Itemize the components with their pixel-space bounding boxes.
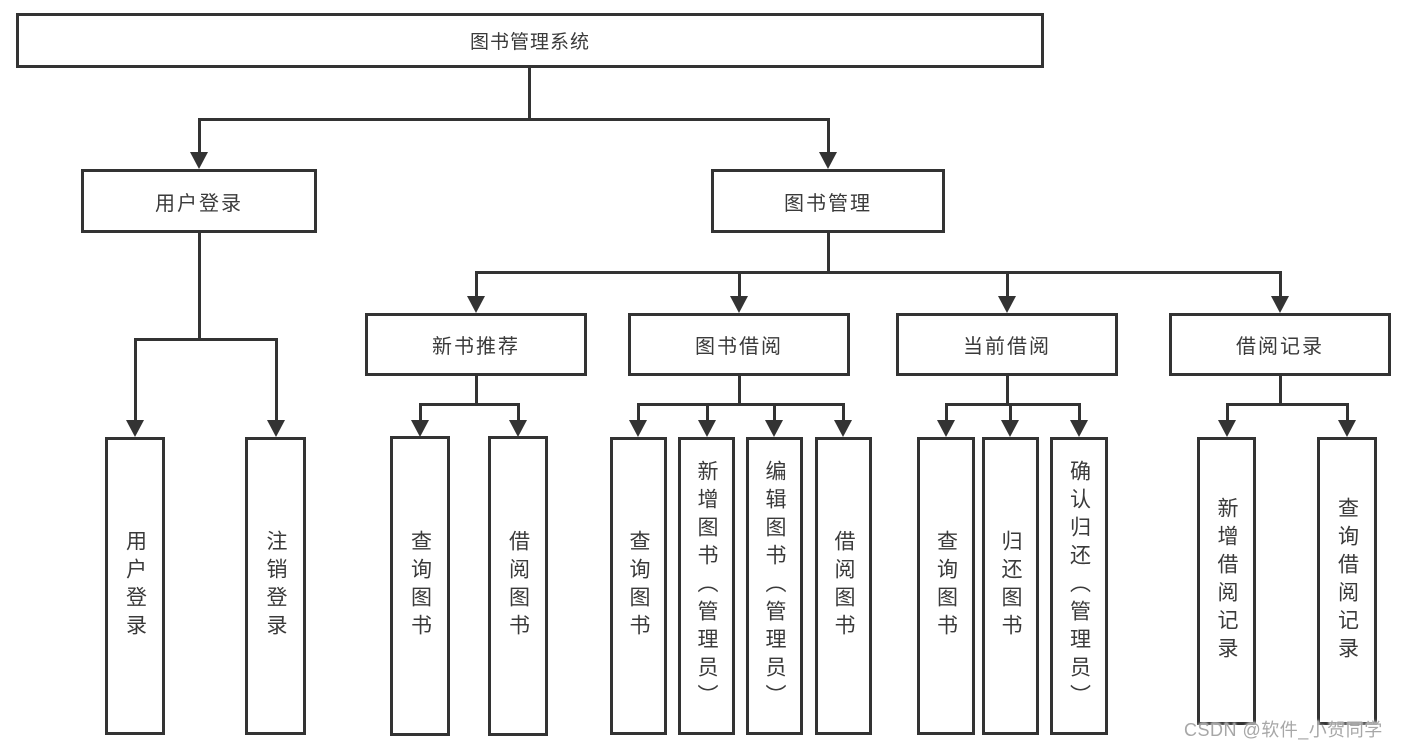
- connector-drop-br-query: [1346, 403, 1349, 421]
- arrowhead-bb-edit: [765, 420, 783, 437]
- arrowhead-bb-add: [698, 420, 716, 437]
- node-br-query-record: 查询借阅记录: [1317, 437, 1377, 725]
- connector-user-login-split: [134, 338, 277, 341]
- arrowhead-bb-borrow: [834, 420, 852, 437]
- connector-cb-split: [945, 403, 1080, 406]
- arrowhead-cb-confirm: [1070, 420, 1088, 437]
- connector-br-stem: [1279, 376, 1282, 403]
- node-bb-add-books-label: 新增图书（管理员）: [695, 460, 718, 712]
- arrowhead-leaf-logout: [267, 420, 285, 437]
- connector-book-management-stem: [827, 233, 830, 271]
- node-br-add-record-label: 新增借阅记录: [1215, 497, 1238, 665]
- connector-nbr-split: [419, 403, 519, 406]
- node-cb-query-books-label: 查询图书: [934, 530, 958, 642]
- node-cb-return-books: 归还图书: [982, 437, 1039, 735]
- node-root: 图书管理系统: [16, 13, 1044, 68]
- connector-drop-cb-confirm: [1078, 403, 1081, 421]
- connector-book-management-split: [475, 271, 1281, 274]
- arrowhead-cb-return: [1001, 420, 1019, 437]
- node-leaf-logout-label: 注销登录: [264, 530, 287, 642]
- node-nbr-query-books-label: 查询图书: [408, 530, 432, 642]
- node-bb-query-books-label: 查询图书: [627, 530, 650, 642]
- node-leaf-logout: 注销登录: [245, 437, 306, 735]
- connector-root-split: [198, 118, 830, 121]
- arrowhead-book-borrowing: [730, 296, 748, 313]
- csdn-watermark: CSDN @软件_小贺同学: [1184, 720, 1383, 740]
- node-bb-edit-books-label: 编辑图书（管理员）: [763, 460, 786, 712]
- node-current-borrowing-label: 当前借阅: [963, 336, 1051, 358]
- connector-drop-cb-return: [1009, 403, 1012, 421]
- connector-bb-stem: [738, 376, 741, 403]
- node-cb-confirm-return-label: 确认归还（管理员）: [1067, 460, 1091, 712]
- node-new-book-recommend-label: 新书推荐: [432, 336, 520, 358]
- connector-drop-bb-query: [637, 403, 640, 421]
- arrowhead-borrowing-records: [1271, 296, 1289, 313]
- node-nbr-borrow-books-label: 借阅图书: [506, 530, 530, 642]
- connector-drop-borrowing-records: [1279, 271, 1282, 297]
- node-current-borrowing: 当前借阅: [896, 313, 1118, 376]
- connector-drop-bb-edit: [773, 403, 776, 421]
- node-root-label: 图书管理系统: [469, 32, 590, 53]
- node-bb-edit-books: 编辑图书（管理员）: [746, 437, 803, 735]
- connector-drop-book-management: [827, 118, 830, 153]
- connector-drop-cb-query: [945, 403, 948, 421]
- node-bb-query-books: 查询图书: [610, 437, 667, 735]
- connector-drop-user-login: [198, 118, 201, 153]
- connector-br-split: [1226, 403, 1348, 406]
- connector-user-login-stem: [198, 233, 201, 338]
- connector-drop-leaf-user-login: [134, 338, 137, 421]
- node-nbr-borrow-books: 借阅图书: [488, 436, 548, 736]
- node-leaf-user-login-label: 用户登录: [123, 530, 147, 642]
- connector-drop-book-borrowing: [738, 271, 741, 297]
- connector-drop-nbr-borrow: [517, 403, 520, 421]
- arrowhead-new-book-recommend: [467, 296, 485, 313]
- node-nbr-query-books: 查询图书: [390, 436, 450, 736]
- node-bb-add-books: 新增图书（管理员）: [678, 437, 735, 735]
- node-bb-borrow-books: 借阅图书: [815, 437, 872, 735]
- arrowhead-leaf-user-login: [126, 420, 144, 437]
- connector-drop-br-add: [1226, 403, 1229, 421]
- node-book-management: 图书管理: [711, 169, 945, 233]
- node-bb-borrow-books-label: 借阅图书: [832, 530, 855, 642]
- node-cb-query-books: 查询图书: [917, 437, 975, 735]
- connector-drop-bb-add: [706, 403, 709, 421]
- arrowhead-book-management: [819, 152, 837, 169]
- arrowhead-nbr-borrow: [509, 420, 527, 437]
- arrowhead-user-login: [190, 152, 208, 169]
- node-user-login-label: 用户登录: [155, 192, 243, 215]
- arrowhead-current-borrowing: [998, 296, 1016, 313]
- connector-drop-nbr-query: [419, 403, 422, 421]
- arrowhead-bb-query: [629, 420, 647, 437]
- node-cb-return-books-label: 归还图书: [999, 530, 1022, 642]
- connector-drop-leaf-logout: [275, 338, 278, 421]
- connector-nbr-stem: [475, 376, 478, 403]
- connector-drop-current-borrowing: [1006, 271, 1009, 297]
- node-book-borrowing-label: 图书借阅: [695, 336, 783, 358]
- connector-drop-new-book-recommend: [475, 271, 478, 297]
- arrowhead-br-query: [1338, 420, 1356, 437]
- arrowhead-nbr-query: [411, 420, 429, 437]
- node-user-login: 用户登录: [81, 169, 317, 233]
- connector-root-stem: [528, 68, 531, 118]
- arrowhead-br-add: [1218, 420, 1236, 437]
- node-cb-confirm-return: 确认归还（管理员）: [1050, 437, 1108, 735]
- node-book-borrowing: 图书借阅: [628, 313, 850, 376]
- node-leaf-user-login: 用户登录: [105, 437, 165, 735]
- arrowhead-cb-query: [937, 420, 955, 437]
- connector-cb-stem: [1006, 376, 1009, 403]
- node-br-query-record-label: 查询借阅记录: [1335, 497, 1359, 665]
- connector-drop-bb-borrow: [842, 403, 845, 421]
- node-borrowing-records: 借阅记录: [1169, 313, 1391, 376]
- node-new-book-recommend: 新书推荐: [365, 313, 587, 376]
- node-br-add-record: 新增借阅记录: [1197, 437, 1256, 725]
- node-borrowing-records-label: 借阅记录: [1236, 336, 1324, 358]
- connector-bb-split: [637, 403, 844, 406]
- node-book-management-label: 图书管理: [784, 192, 872, 215]
